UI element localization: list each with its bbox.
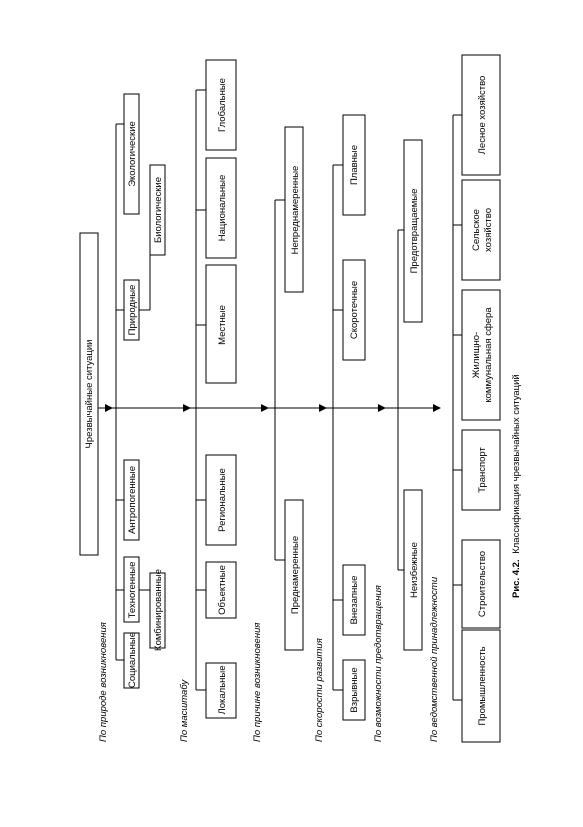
node-unintentional: Непреднамеренные	[290, 166, 301, 255]
caption-origin: По природе возникновения	[98, 622, 109, 742]
node-social: Социальные	[127, 632, 138, 688]
node-global: Глобальные	[217, 78, 228, 132]
group-prevent: Неизбежные Предотвращаемые	[397, 139, 423, 651]
node-local: Локальные	[217, 665, 228, 714]
group-scale: Локальные Объектные Региональные Местные…	[195, 59, 237, 719]
root-label: Чрезвычайные ситуации	[84, 340, 95, 449]
node-national: Национальные	[217, 175, 228, 242]
node-inevitable: Неизбежные	[409, 542, 420, 598]
node-forestry: Лесное хозяйство	[477, 76, 488, 155]
figure-caption: Рис. 4.2. Классификация чрезвычайных сит…	[511, 374, 522, 598]
node-construction: Строительство	[477, 551, 488, 617]
root-node: Чрезвычайные ситуации	[79, 232, 99, 556]
node-biological: Биологические	[153, 177, 164, 243]
node-anthropogenic: Антропогенные	[127, 466, 138, 534]
node-natural: Природные	[127, 285, 138, 336]
node-smooth: Плавные	[349, 145, 360, 185]
node-technogenic: Техногенные	[127, 562, 138, 619]
node-municipal: Местные	[217, 305, 228, 345]
node-regional: Региональные	[217, 468, 228, 532]
group-dept: Промышленность Строительство Транспорт Ж…	[452, 54, 501, 743]
group-speed: Взрывные Внезапные Скоротечные Плавные	[332, 114, 366, 721]
node-housing: Жилищно-коммунальная сфера	[471, 307, 494, 403]
node-transport: Транспорт	[477, 447, 488, 493]
caption-prevent: По возможности предотвращения	[373, 585, 384, 742]
node-preventable: Предотвращаемые	[409, 189, 420, 274]
caption-speed: По скорости развития	[314, 638, 325, 742]
node-object: Объектные	[217, 565, 228, 615]
node-sudden: Внезапные	[349, 576, 360, 625]
caption-cause: По причине возникновения	[252, 623, 263, 742]
caption-scale: По масштабу	[179, 679, 190, 742]
figure-title: Классификация чрезвычайных ситуаций	[511, 374, 522, 554]
node-agriculture: Сельскоехозяйство	[471, 208, 494, 252]
node-ecological: Экологические	[127, 121, 138, 187]
group-origin: Социальные Комбинированные Техногенные А…	[115, 93, 166, 689]
figure-number: Рис. 4.2.	[511, 559, 522, 598]
group-cause: Преднамеренные Непреднамеренные	[274, 126, 304, 651]
node-industry: Промышленность	[477, 646, 488, 725]
node-intentional: Преднамеренные	[290, 536, 301, 614]
node-rapid: Скоротечные	[349, 281, 360, 339]
node-combined: Комбинированные	[153, 569, 164, 651]
caption-dept: По ведомственной принадлежности	[429, 576, 440, 742]
node-explosive: Взрывные	[349, 667, 360, 712]
